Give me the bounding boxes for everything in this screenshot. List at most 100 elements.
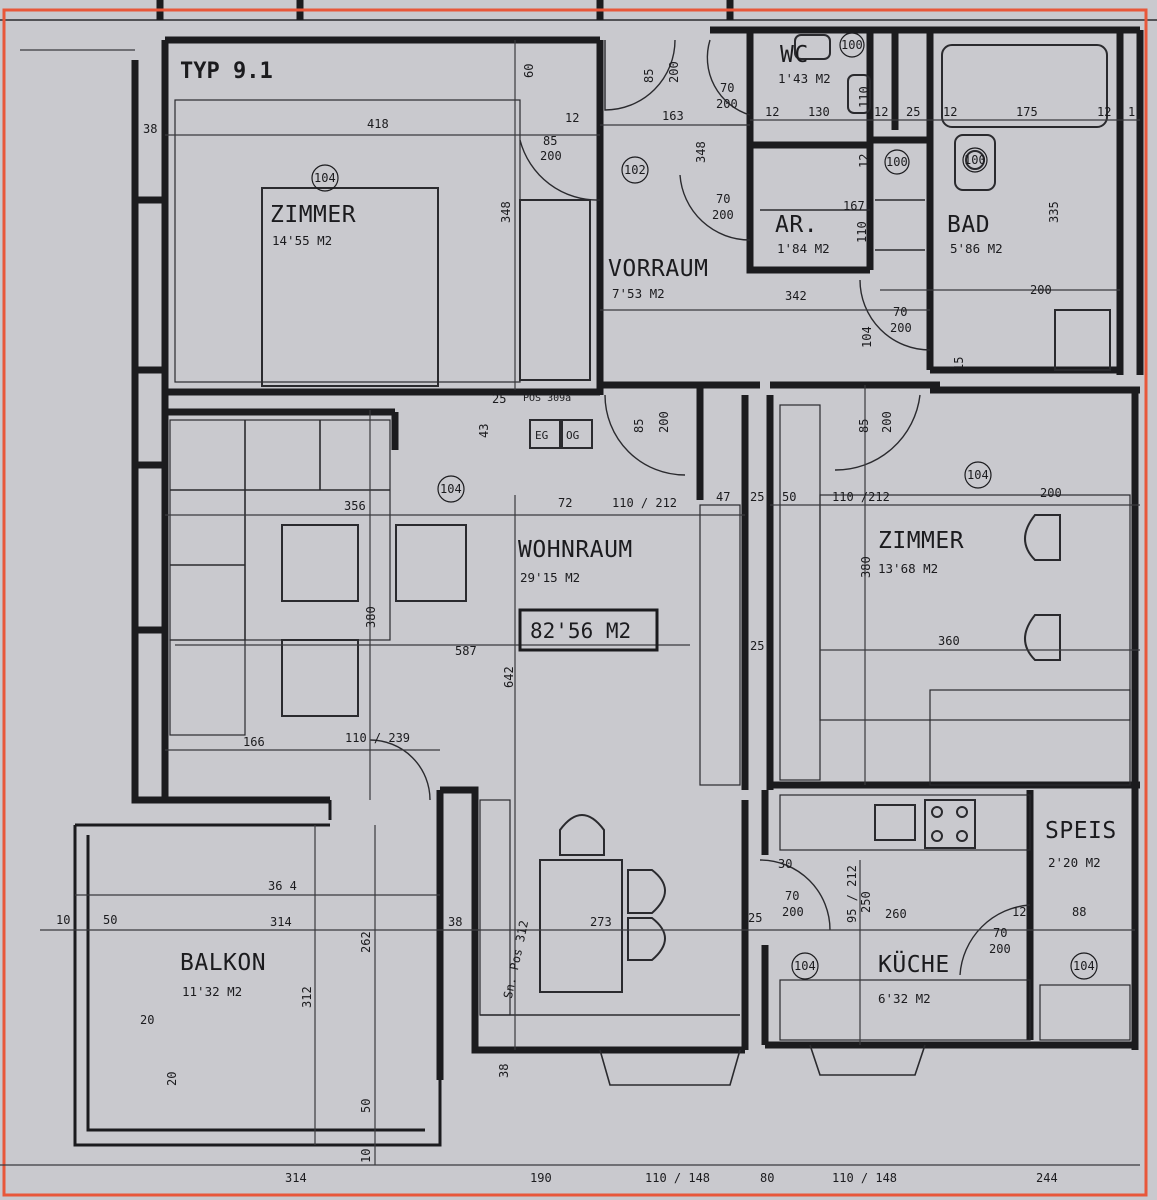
dim-label: 12 <box>874 105 888 119</box>
tag-vorraum: 102 <box>624 163 646 177</box>
room-area-zimmer1: 14'55 M2 <box>272 233 332 248</box>
dim-label: 20 <box>165 1072 179 1086</box>
og-label: OG <box>566 429 579 442</box>
room-area-speis: 2'20 M2 <box>1048 855 1101 870</box>
dim-label: 43 <box>477 424 491 438</box>
tag-wohnraum: 104 <box>440 482 462 496</box>
dim-label: 47 <box>716 490 730 504</box>
dim-label: 110 <box>857 86 871 108</box>
dim-label: 250 <box>859 891 873 913</box>
dim-label: 244 <box>1036 1171 1058 1185</box>
room-name-kueche: KÜCHE <box>878 950 950 978</box>
dim-label: 167 <box>843 199 865 213</box>
dim-label: 70 <box>993 926 1007 940</box>
dim-label: 70 <box>720 81 734 95</box>
dim-label: 72 <box>558 496 572 510</box>
room-area-ar: 1'84 M2 <box>777 241 830 256</box>
dim-label: 12 <box>565 111 579 125</box>
dim-label: 335 <box>1047 201 1061 223</box>
dim-label: 200 <box>880 411 894 433</box>
dim-label: 200 <box>890 321 912 335</box>
dim-label: 110 / 148 <box>832 1171 897 1185</box>
dim-label: 36 4 <box>268 879 297 893</box>
dim-label: 380 <box>364 606 378 628</box>
dim-label: 50 <box>103 913 117 927</box>
room-labels: TYP 9.1 ZIMMER 14'55 M2 VORRAUM 7'53 M2 … <box>180 42 1116 1006</box>
tag-speis: 104 <box>1073 959 1095 973</box>
dim-label: 1 <box>1128 105 1135 119</box>
room-tags: 104 102 100 100 100 104 104 104 104 <box>311 32 1098 980</box>
dim-label: 25 <box>492 392 506 406</box>
dim-label: 166 <box>243 735 265 749</box>
tag-bad: 100 <box>964 153 986 167</box>
furniture <box>169 34 1131 1086</box>
dim-label: 200 <box>782 905 804 919</box>
dim-label: 418 <box>367 117 389 131</box>
dim-label: 25 <box>906 105 920 119</box>
dim-label: 60 <box>522 64 536 78</box>
room-name-wohnraum: WOHNRAUM <box>518 537 633 563</box>
dim-label: 12 <box>1012 905 1026 919</box>
dim-label: 50 <box>782 490 796 504</box>
tag-kueche: 104 <box>794 959 816 973</box>
dim-label: 130 <box>808 105 830 119</box>
room-name-bad: BAD <box>947 212 990 238</box>
dim-label: 200 <box>657 411 671 433</box>
room-name-balkon: BALKON <box>180 950 266 976</box>
dim-label: 20 <box>140 1013 154 1027</box>
type-label: TYP 9.1 <box>180 59 273 84</box>
room-name-vorraum: VORRAUM <box>608 256 708 282</box>
dim-label: Sn. Pos 312 <box>501 919 531 1000</box>
total-area-box <box>518 608 659 652</box>
dim-label: 25 <box>750 639 764 653</box>
sheet-frame <box>2 8 1148 1197</box>
dim-label: 38 <box>448 915 462 929</box>
dim-label: 104 <box>860 326 874 348</box>
tag-zimmer1: 104 <box>314 171 336 185</box>
dim-label: 30 <box>778 857 792 871</box>
dim-label: 200 <box>716 97 738 111</box>
dim-label: 85 <box>632 419 646 433</box>
dim-label: 356 <box>344 499 366 513</box>
walls <box>73 26 1144 1147</box>
room-name-ar: AR. <box>775 212 818 238</box>
dim-label: 10 <box>359 1149 373 1163</box>
dim-label: 88 <box>1072 905 1086 919</box>
dim-label: 200 <box>1040 486 1062 500</box>
dim-label: 12 <box>1097 105 1111 119</box>
dim-label: 85 <box>642 69 656 83</box>
dim-label: 348 <box>499 201 513 223</box>
room-area-zimmer2: 13'68 M2 <box>878 561 938 576</box>
dim-label: 110 / 148 <box>645 1171 710 1185</box>
dim-label: 50 <box>359 1099 373 1113</box>
total-area: 82'56 M2 <box>530 619 631 643</box>
dim-label: 342 <box>785 289 807 303</box>
dim-label: 110 /212 <box>832 490 890 504</box>
room-area-bad: 5'86 M2 <box>950 241 1003 256</box>
dim-label: 200 <box>712 208 734 222</box>
room-name-zimmer1: ZIMMER <box>270 202 356 228</box>
dim-label: 360 <box>938 634 960 648</box>
dim-label: 200 <box>540 149 562 163</box>
dim-label: 12 <box>857 154 871 168</box>
dim-label: 200 <box>1030 283 1052 297</box>
dim-label: 175 <box>1016 105 1038 119</box>
dim-label: 95 / 212 <box>845 865 859 923</box>
dim-label: 70 <box>716 192 730 206</box>
dim-label: 200 <box>667 61 681 83</box>
room-area-wc: 1'43 M2 <box>778 71 831 86</box>
tag-ar: 100 <box>886 155 908 169</box>
room-area-vorraum: 7'53 M2 <box>612 286 665 301</box>
room-name-wc: WC <box>780 42 809 68</box>
room-name-zimmer2: ZIMMER <box>878 528 964 554</box>
dim-label: 12 <box>943 105 957 119</box>
dim-label: 110 / 212 <box>612 496 677 510</box>
dim-label: 85 <box>857 419 871 433</box>
dim-label: 70 <box>893 305 907 319</box>
eg-label: EG <box>535 429 548 442</box>
dim-label: 260 <box>885 907 907 921</box>
room-area-kueche: 6'32 M2 <box>878 991 931 1006</box>
dim-label: 273 <box>590 915 612 929</box>
dim-label: 80 <box>760 1171 774 1185</box>
